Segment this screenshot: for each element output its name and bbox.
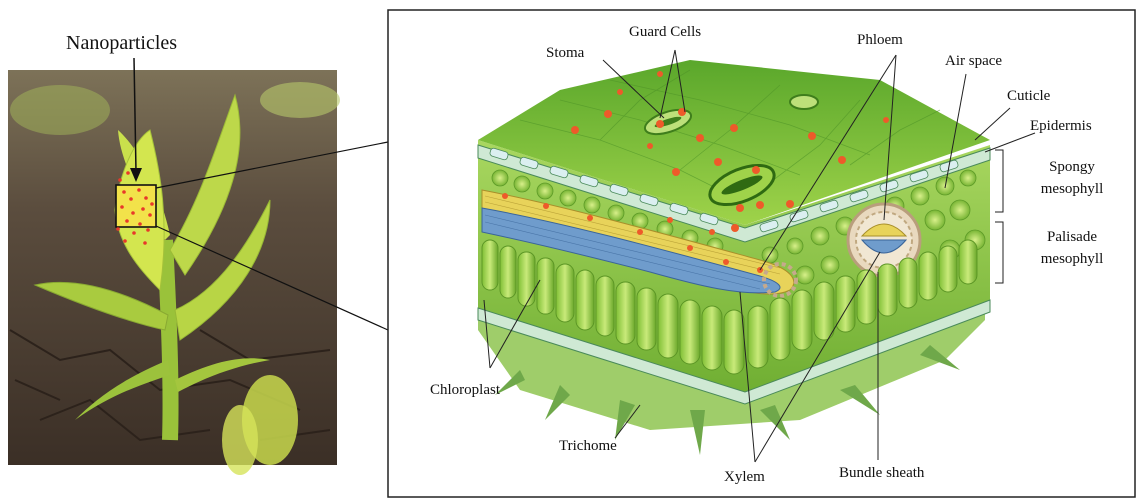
chloroplast-label: Chloroplast <box>430 382 500 399</box>
plant-photo <box>8 70 340 475</box>
guard-cells-label: Guard Cells <box>629 24 701 41</box>
spongy-line-2: mesophyll <box>1022 178 1122 200</box>
trichome-label: Trichome <box>559 438 617 455</box>
stoma-label: Stoma <box>546 45 584 62</box>
leaf-cross-section <box>478 60 990 455</box>
bundle-sheath-label: Bundle sheath <box>839 465 924 482</box>
spongy-mesophyll-label: Spongy mesophyll <box>1022 156 1122 200</box>
xylem-label: Xylem <box>724 469 765 486</box>
epidermis-label: Epidermis <box>1030 118 1092 135</box>
air-space-label: Air space <box>945 53 1002 70</box>
palisade-line-2: mesophyll <box>1022 248 1122 270</box>
spongy-line-1: Spongy <box>1022 156 1122 178</box>
palisade-mesophyll-label: Palisade mesophyll <box>1022 226 1122 270</box>
nanoparticles-label: Nanoparticles <box>66 32 177 55</box>
palisade-line-1: Palisade <box>1022 226 1122 248</box>
cuticle-label: Cuticle <box>1007 88 1050 105</box>
phloem-label: Phloem <box>857 32 903 49</box>
